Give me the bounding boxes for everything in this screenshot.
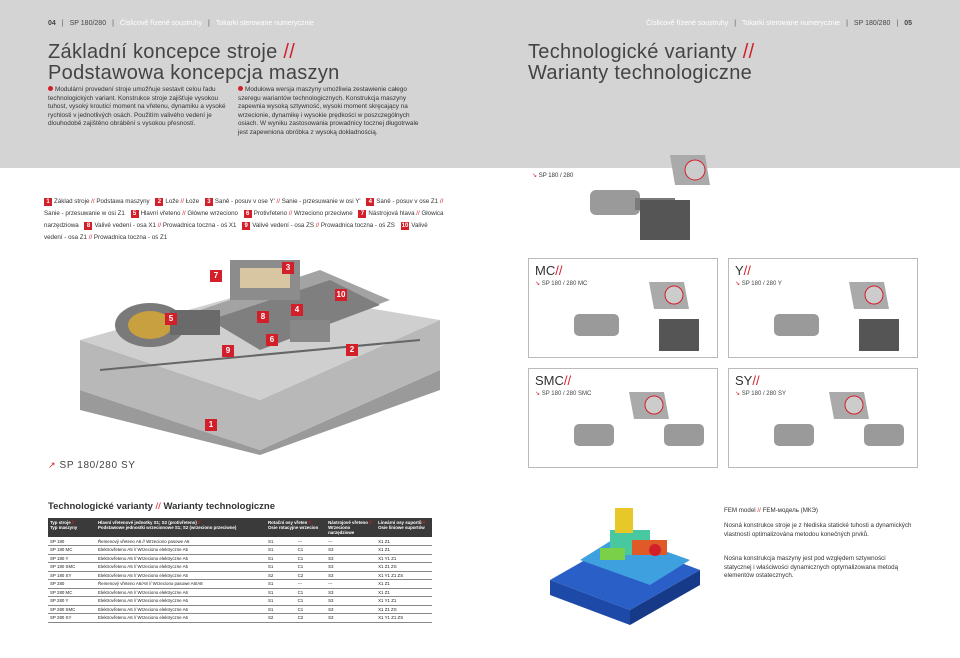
variant-title: SMC//: [535, 373, 572, 388]
title-left-line2: Podstawowa koncepcja maszyn: [48, 62, 340, 84]
variants-table: Typ stroje //Typ maszyny Hlavní vřetenov…: [48, 518, 432, 623]
header-separator: |: [846, 20, 848, 27]
callout-2: 2: [346, 344, 358, 356]
variant-illustration: [574, 392, 704, 446]
title-left-line1: Základní koncepce stroje: [48, 41, 278, 63]
callout-6: 6: [266, 334, 278, 346]
model-label: ↗ SP 180/280 SY: [48, 460, 136, 471]
table-header: Nástrojové vřeteno //Wrzeciono narzędzio…: [326, 518, 377, 537]
variant-subtitle: ↘ SP 180 / 280 MC: [535, 281, 588, 287]
variant-title: SY//: [735, 373, 760, 388]
page-number-left: 04: [48, 20, 56, 27]
page-number-right: 05: [904, 20, 912, 27]
variant-subtitle: ↘ SP 180 / 280 SMC: [535, 391, 592, 397]
variant-subtitle: ↘ SP 180 / 280 SY: [735, 391, 786, 397]
page-title-left: Základní koncepce stroje // Podstawowa k…: [48, 42, 340, 84]
title-right-line2: Warianty technologiczne: [528, 62, 753, 84]
tech-variants-title: Technologické varianty // Warianty techn…: [48, 501, 276, 512]
table-header: Hlavní vřetenové jednotky S1; S2 (protiv…: [96, 518, 266, 537]
fem-model-illustration: [550, 508, 700, 625]
variant-card-sy: SY// ↘ SP 180 / 280 SY: [728, 368, 918, 468]
sp-base-label: ↘ SP 180 / 280: [532, 173, 574, 179]
page-title-right: Technologické varianty // Warianty techn…: [528, 42, 755, 84]
intro-paragraph-pl: Modułowa wersja maszyny umożliwia zestaw…: [238, 86, 428, 138]
variant-illustration: [774, 282, 899, 351]
table-header: Typ stroje //Typ maszyny: [48, 518, 96, 537]
variant-title: MC//: [535, 263, 563, 278]
fem-title: FEM model // FEM-модель (МКЭ): [724, 507, 818, 514]
header-separator: |: [112, 20, 114, 27]
variant-card-smc: SMC// ↘ SP 180 / 280 SMC: [528, 368, 718, 468]
table-header: Lineární osy suportů //Osie liniowe supo…: [376, 518, 432, 537]
title-slashes: //: [283, 41, 296, 63]
intro-cz-text: Modulární provedení stroje umožňuje sest…: [48, 86, 226, 128]
callout-3: 3: [282, 262, 294, 274]
fem-text-cz: Nosná konstrukce stroje je z hlediska st…: [724, 522, 912, 538]
table-header-row: Typ stroje //Typ maszyny Hlavní vřetenov…: [48, 518, 432, 537]
callout-4: 4: [291, 304, 303, 316]
header-separator: |: [208, 20, 210, 27]
intro-pl-text: Modułowa wersja maszyny umożliwia zestaw…: [238, 86, 419, 136]
header-model-right: SP 180/280: [853, 20, 891, 27]
arrow-icon: ↘: [532, 173, 538, 179]
header-section-cz-left: Číslicově řízené soustruhy: [119, 20, 203, 27]
header-separator: |: [734, 20, 737, 27]
sp-base-illustration: [590, 155, 710, 240]
header-section-pl-right: Tokarki sterowane numerycznie: [742, 20, 841, 27]
header-model-left: SP 180/280: [69, 20, 107, 27]
machine-illustration: [80, 260, 440, 455]
header-right: Číslicově řízené soustruhy | Tokarki ste…: [646, 20, 912, 27]
variant-title: Y//: [735, 263, 751, 278]
intro-paragraph-cz: Modulární provedení stroje umožňuje sest…: [48, 86, 238, 129]
header-separator: |: [896, 20, 899, 27]
variant-subtitle: ↘ SP 180 / 280 Y: [735, 281, 782, 287]
top-gray-band: [0, 0, 960, 168]
variant-illustration: [774, 392, 904, 446]
fem-text-pl: Nośna konstrukcja maszyny jest pod wzglę…: [724, 555, 899, 579]
header-separator: |: [61, 20, 64, 27]
header-section-pl-left: Tokarki sterowane numerycznie: [215, 20, 314, 27]
bullet-dot-icon: [238, 86, 243, 91]
header-section-cz-right: Číslicově řízené soustruhy: [646, 20, 729, 27]
callout-1: 1: [205, 419, 217, 431]
callout-8: 8: [257, 311, 269, 323]
callout-10: 10: [335, 289, 347, 301]
variant-illustration: [574, 282, 699, 351]
variant-card-y: Y// ↘ SP 180 / 280 Y: [728, 258, 918, 358]
table-header: Rotační osy vřeten //Osie rotacyjne wrze…: [266, 518, 327, 537]
callout-7: 7: [210, 270, 222, 282]
callout-9: 9: [222, 345, 234, 357]
bullet-dot-icon: [48, 86, 53, 91]
title-slashes: //: [742, 41, 755, 63]
arrow-icon: ↗: [48, 460, 57, 470]
title-right-line1: Technologické varianty: [528, 41, 737, 63]
variant-card-mc: MC// ↘ SP 180 / 280 MC: [528, 258, 718, 358]
header-left: 04 | SP 180/280 | Číslicově řízené soust…: [48, 20, 314, 27]
callout-5: 5: [165, 313, 177, 325]
